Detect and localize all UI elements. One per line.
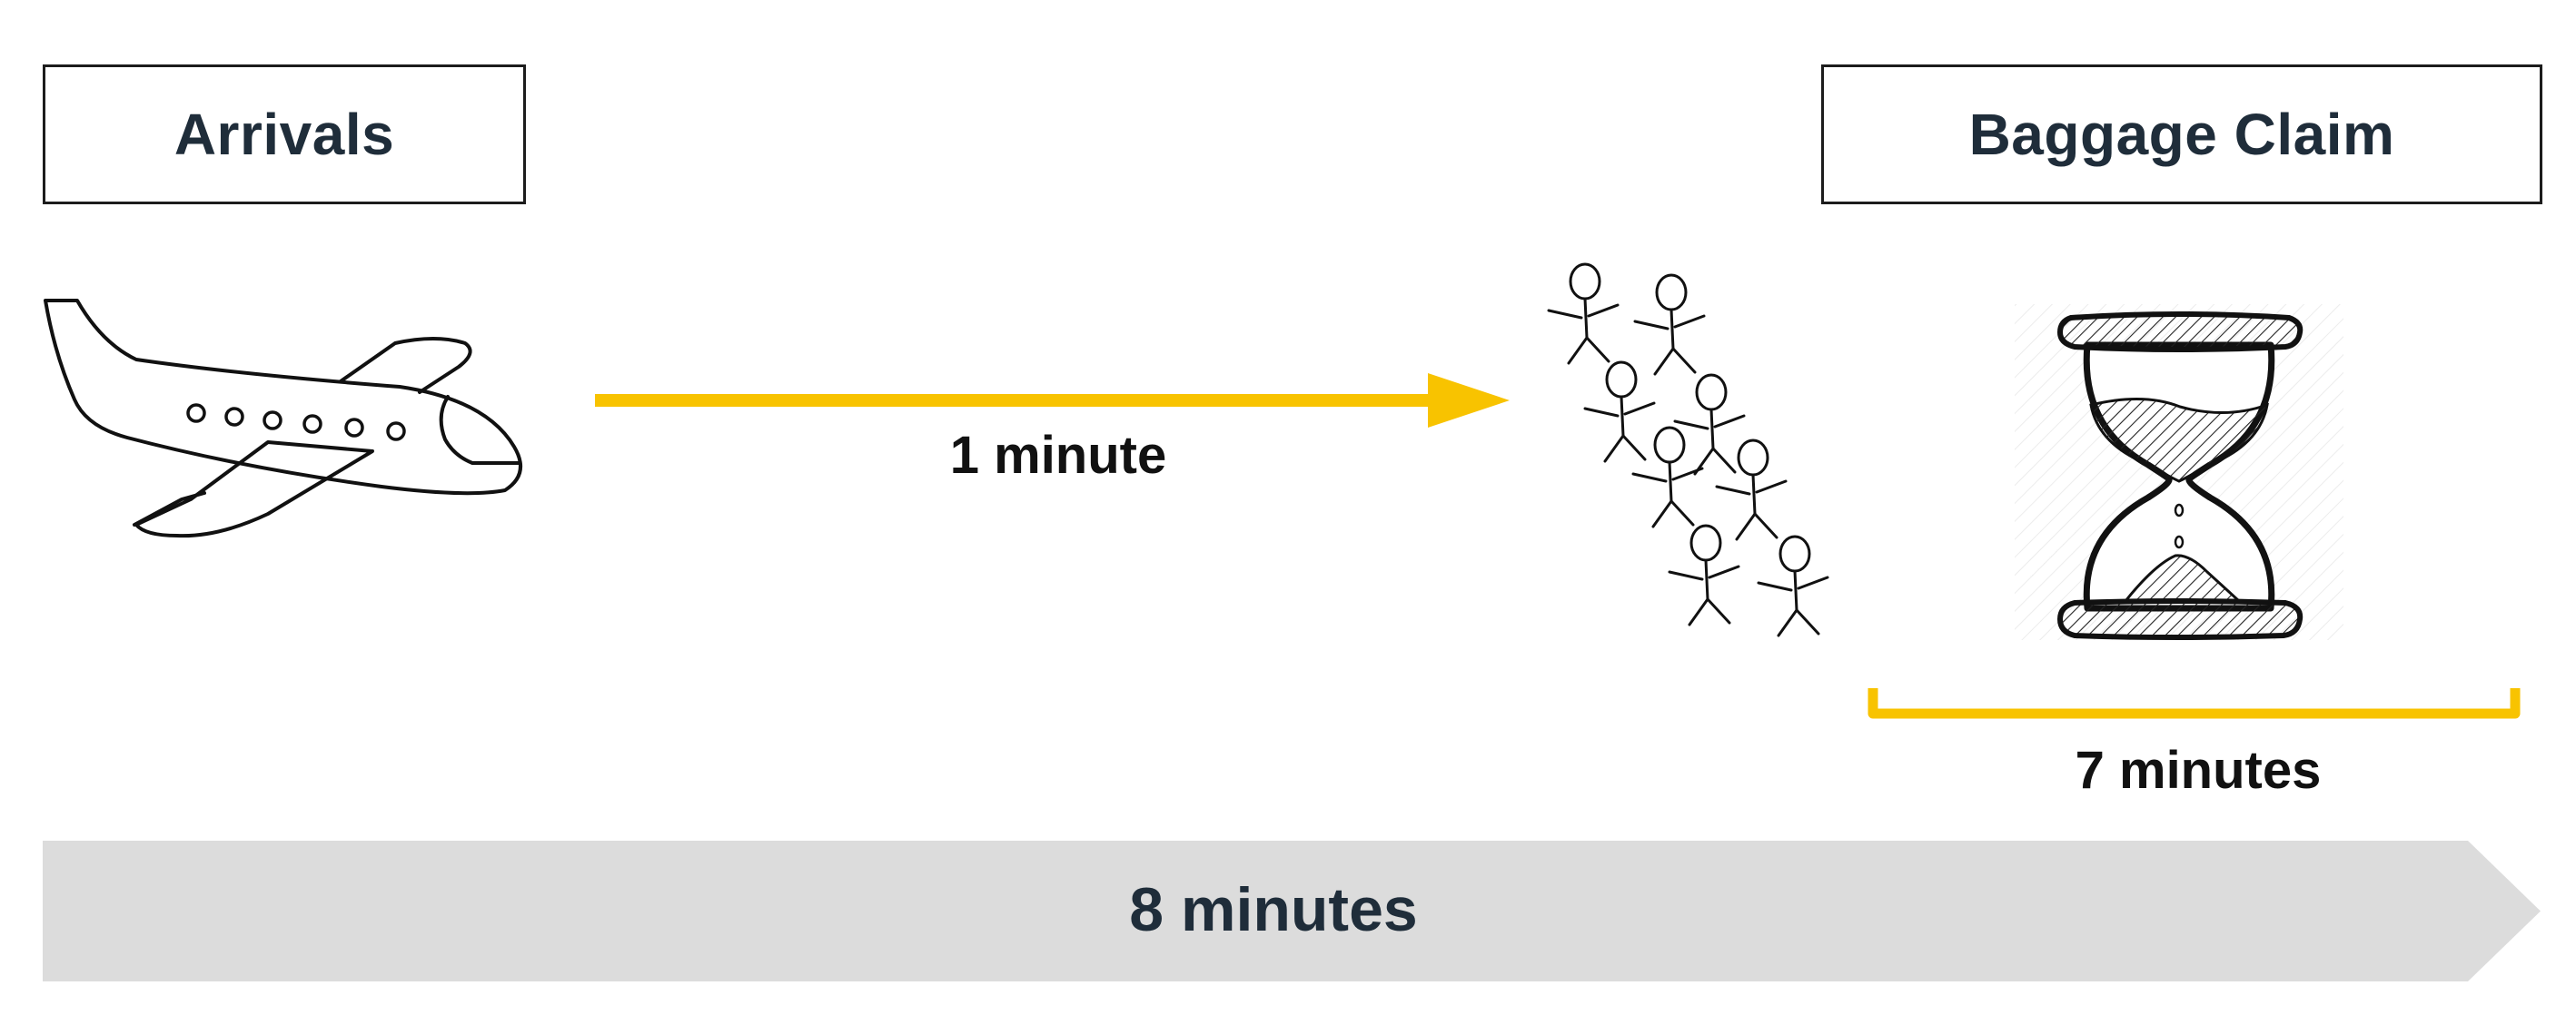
person-figure xyxy=(1757,535,1829,637)
person-figure xyxy=(1673,373,1746,476)
person-figure xyxy=(1547,262,1620,365)
walk-duration-label: 1 minute xyxy=(949,426,1167,485)
person-figure xyxy=(1715,439,1788,541)
person-figure xyxy=(1633,273,1706,376)
hourglass-icon xyxy=(2015,304,2343,640)
wait-bracket xyxy=(1868,688,2521,719)
baggage-claim-box: Baggage Claim xyxy=(1821,64,2542,204)
arrivals-box: Arrivals xyxy=(43,64,526,204)
airplane-icon xyxy=(44,299,523,538)
arrivals-label: Arrivals xyxy=(173,102,395,167)
baggage-claim-label: Baggage Claim xyxy=(1968,102,2395,167)
total-duration-label: 8 minutes xyxy=(1129,875,1418,944)
crowd-icon xyxy=(1547,262,1829,637)
total-duration-bar xyxy=(43,841,2541,981)
walk-arrow xyxy=(595,373,1510,428)
person-figure xyxy=(1631,426,1704,528)
wait-duration-label: 7 minutes xyxy=(2075,741,2322,800)
person-figure xyxy=(1668,524,1740,626)
person-figure xyxy=(1583,360,1656,463)
